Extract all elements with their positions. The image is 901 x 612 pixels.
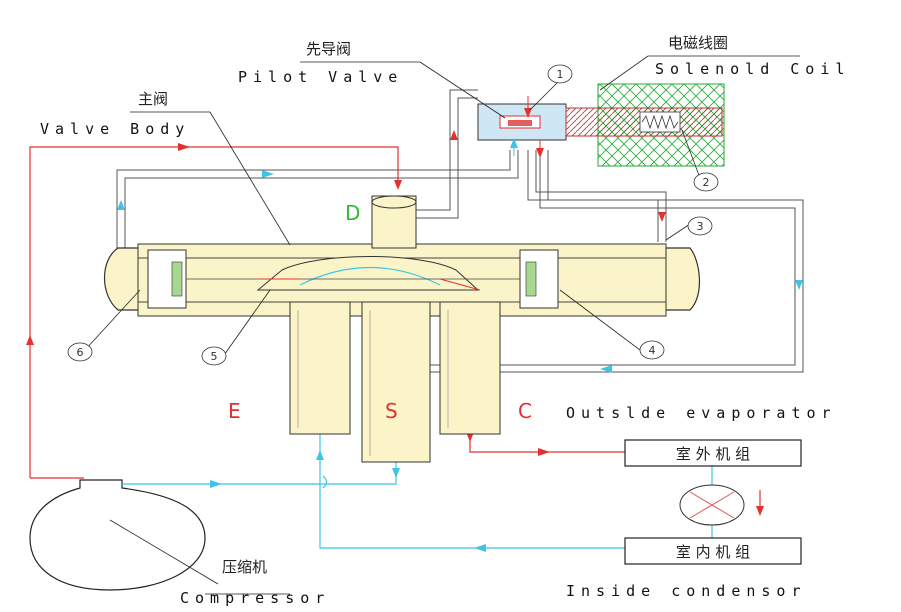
main-valve-cn-label: 主阀: [138, 90, 168, 108]
inside-unit-label: 室 内 机 组: [676, 543, 750, 561]
solenoid-coil-cn-label: 电磁线圈: [668, 34, 728, 52]
d-port-tube: [371, 195, 417, 249]
port-e-label: E: [228, 399, 241, 423]
callout-1: 1: [547, 64, 573, 84]
callout-2: 2: [693, 172, 719, 192]
hot-line-left: [26, 143, 402, 479]
inside-condensor-label: Inside condensor: [566, 582, 807, 600]
svg-text:2: 2: [703, 176, 710, 189]
port-c-label: C: [518, 399, 532, 423]
leader-lines: [84, 55, 800, 595]
callout-6: 6: [67, 342, 93, 362]
pilot-valve: [477, 96, 567, 158]
solenoid-coil-en-label: Solenold Coil: [655, 60, 850, 78]
svg-text:4: 4: [649, 344, 656, 357]
port-d-label: D: [345, 201, 360, 225]
pilot-valve-en-label: Pilot Valve: [238, 68, 403, 86]
capillary-arrows: [117, 130, 803, 373]
outside-evaporator-label: Outslde evaporator: [566, 404, 837, 422]
svg-text:6: 6: [77, 346, 84, 359]
callout-4: 4: [639, 340, 665, 360]
outside-unit-box: [624, 439, 802, 467]
outside-unit-label: 室 外 机 组: [676, 445, 750, 463]
valve-body-en-label: Valve Body: [40, 120, 190, 138]
solenoid-coil: [565, 83, 725, 167]
port-s-label: S: [385, 399, 398, 423]
bottom-ports: [289, 301, 501, 463]
capillary-tubes: [116, 89, 804, 373]
svg-text:3: 3: [697, 220, 704, 233]
compressor: [29, 479, 219, 591]
callout-3: 3: [687, 216, 713, 236]
expansion-valve: [679, 484, 745, 526]
cold-lines: [122, 420, 625, 552]
callout-5: 5: [201, 346, 227, 366]
svg-text:5: 5: [211, 350, 218, 363]
pilot-valve-cn-label: 先导阀: [306, 40, 351, 58]
compressor-en-label: Compressor: [180, 589, 330, 607]
inside-unit-box: [624, 537, 802, 565]
compressor-cn-label: 压缩机: [222, 558, 267, 576]
svg-text:1: 1: [557, 68, 564, 81]
